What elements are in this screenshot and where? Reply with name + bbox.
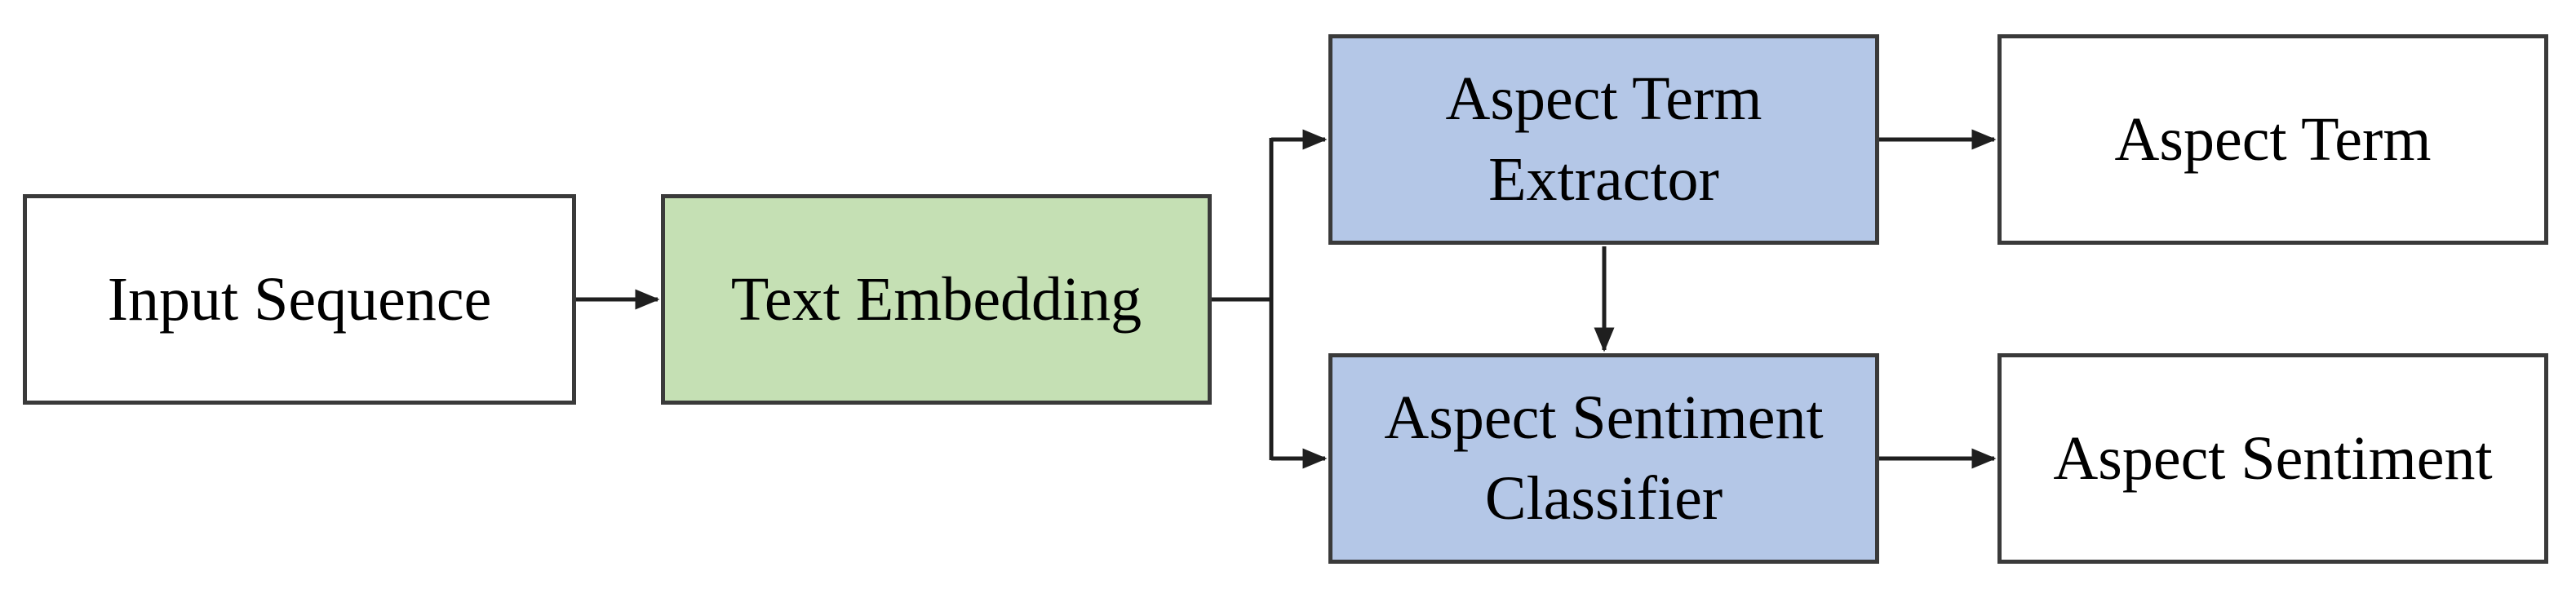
node-label: Input Sequence bbox=[107, 264, 492, 334]
node-label-line1: Aspect Term bbox=[1445, 64, 1762, 134]
node-aspect-sentiment-classifier: Aspect Sentiment Classifier bbox=[1328, 353, 1879, 564]
node-input-sequence: Input Sequence bbox=[23, 194, 576, 405]
node-label: Text Embedding bbox=[730, 264, 1142, 334]
node-label: Aspect Sentiment bbox=[2053, 423, 2493, 493]
node-text-embedding: Text Embedding bbox=[661, 194, 1212, 405]
node-label: Aspect Term bbox=[2114, 104, 2432, 174]
node-aspect-term: Aspect Term bbox=[1997, 34, 2548, 245]
node-label-line2: Extractor bbox=[1488, 145, 1719, 214]
node-label-line2: Classifier bbox=[1484, 464, 1723, 533]
node-aspect-term-extractor: Aspect Term Extractor bbox=[1328, 34, 1879, 245]
node-aspect-sentiment: Aspect Sentiment bbox=[1997, 353, 2548, 564]
node-label-line1: Aspect Sentiment bbox=[1384, 383, 1824, 453]
